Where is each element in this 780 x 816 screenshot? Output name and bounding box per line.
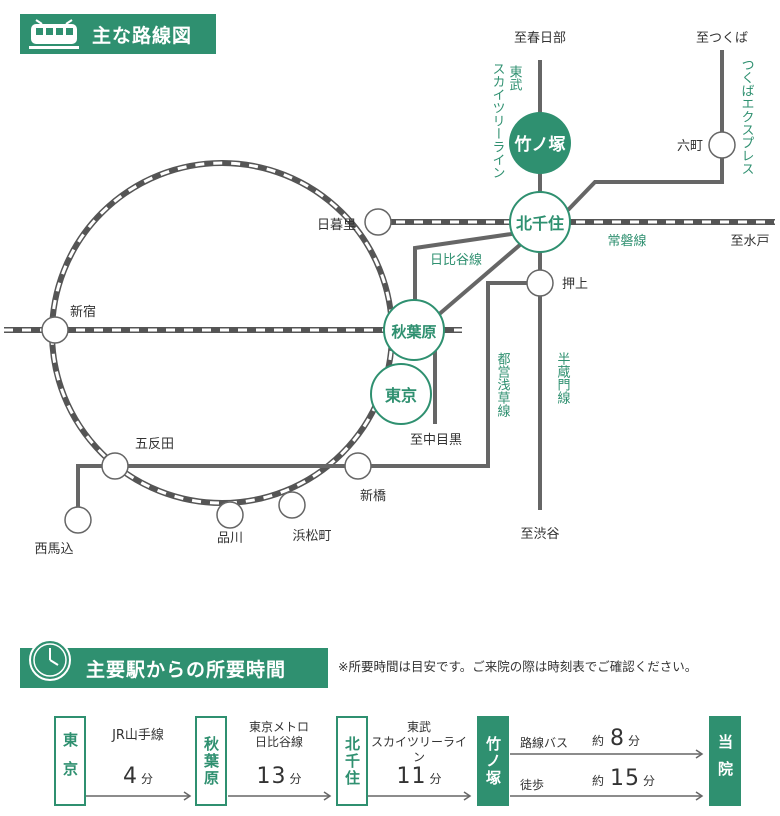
station-shinjuku-marker <box>41 316 69 344</box>
station-nishimagome-marker <box>64 506 92 534</box>
seg3-line: 東武スカイツリーライン <box>370 720 467 764</box>
dest-nakameguro: 至中目黒 <box>410 433 462 448</box>
line-tobu-label-body: スカイツリーライン <box>490 62 505 179</box>
station-hamamatsucho-label: 浜松町 <box>292 529 331 544</box>
line-hanzomon-label: 半蔵門線 <box>555 352 571 404</box>
station-akihabara-label: 秋葉原 <box>391 323 436 341</box>
dest-shibuya: 至渋谷 <box>520 527 559 542</box>
station-nippori-marker <box>364 208 392 236</box>
station-oshiage-label: 押上 <box>562 277 588 292</box>
station-takenotsuka-marker <box>509 112 571 174</box>
travel-time-note: ※所要時間は目安です。ご来院の際は時刻表でご確認ください。 <box>338 659 698 674</box>
station-shinbashi-label: 新橋 <box>360 488 386 504</box>
train-icon <box>28 18 80 50</box>
station-hamamatsucho-marker <box>278 491 306 519</box>
dest-mito: 至水戸 <box>730 234 769 249</box>
seg2-line: 東京メトロ日比谷線 <box>248 720 309 749</box>
station-oshiage-marker <box>526 269 554 297</box>
station-tokyo-label: 東京 <box>385 386 417 405</box>
station-takenotsuka-label: 竹ノ塚 <box>514 134 566 155</box>
station-gotanda-marker <box>101 452 129 480</box>
station-rokucho-label: 六町 <box>677 139 703 154</box>
bus-label: 路線バス <box>520 736 569 750</box>
station-shinagawa-marker <box>216 501 244 529</box>
station-gotanda-label: 五反田 <box>135 437 174 452</box>
stop-takenotsuka: 竹ノ塚 <box>477 716 509 806</box>
line-hibiya-label: 日比谷線 <box>430 252 482 268</box>
route-map-title: 主な路線図 <box>92 24 193 47</box>
dest-kasukabe: 至春日部 <box>514 31 566 46</box>
route-map-header: 主な路線図 <box>20 14 216 54</box>
seg1-line: JR山手線 <box>112 728 164 743</box>
station-kitasenju-marker <box>509 191 571 253</box>
line-asakusa-label: 都営浅草線 <box>495 352 511 417</box>
clock-icon <box>28 638 72 682</box>
travel-time-header: 主要駅からの所要時間 <box>20 639 328 688</box>
station-nishimagome-label: 西馬込 <box>34 542 73 557</box>
station-rokucho-marker <box>708 131 736 159</box>
station-kitasenju-label: 北千住 <box>516 214 564 233</box>
route-map: 竹ノ塚 北千住 秋葉原 東京 六町 日暮里 新宿 五反田 品川 浜松町 新橋 西… <box>4 31 775 557</box>
station-nippori-label: 日暮里 <box>317 218 356 233</box>
dest-tsukuba: 至つくば <box>696 31 748 46</box>
travel-time-title: 主要駅からの所要時間 <box>86 658 287 681</box>
stop-akihabara: 秋葉原 <box>195 716 227 806</box>
station-shinjuku-label: 新宿 <box>70 304 96 320</box>
stop-kitasenju: 北千住 <box>336 716 368 806</box>
station-shinagawa-label: 品川 <box>217 531 243 546</box>
stop-tokyo: 東京 <box>54 716 86 806</box>
station-akihabara-marker <box>383 299 445 361</box>
station-tokyo-marker <box>370 363 432 425</box>
line-tsukuba-label: つくばエクスプレス <box>739 58 754 175</box>
line-joban-label: 常磐線 <box>607 233 646 249</box>
line-tobu-label-head: 東武 <box>507 64 523 91</box>
walk-label: 徒歩 <box>520 778 545 792</box>
station-shinbashi-marker <box>344 452 372 480</box>
stop-clinic: 当院 <box>709 716 741 806</box>
